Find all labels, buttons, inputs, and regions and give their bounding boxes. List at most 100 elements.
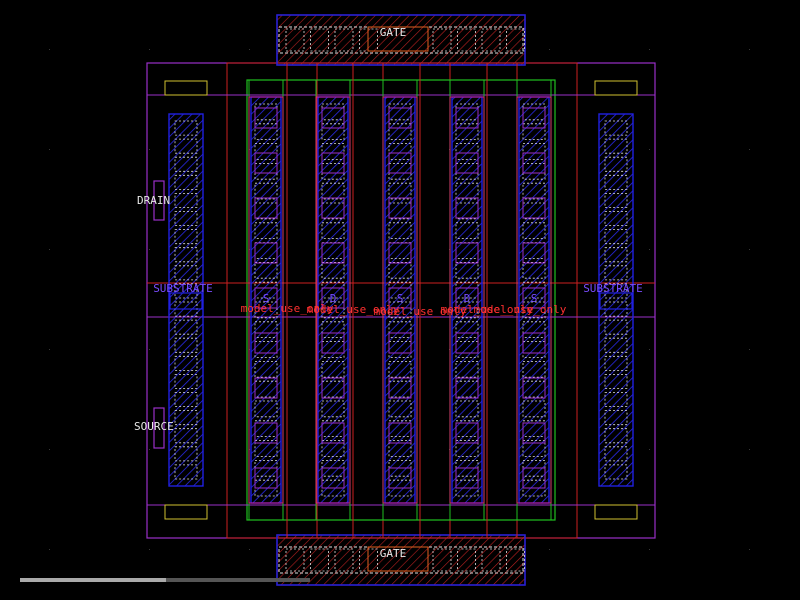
gate-top-label: GATE <box>380 26 407 39</box>
contact <box>455 123 479 141</box>
finger-column[interactable] <box>248 79 284 521</box>
finger-column[interactable] <box>516 79 552 521</box>
substrate-tap <box>169 292 203 310</box>
contact <box>388 360 412 378</box>
via <box>455 287 479 309</box>
gate-contact <box>457 548 476 572</box>
metal-strip <box>598 113 634 487</box>
contact <box>174 138 198 154</box>
contact <box>254 261 278 279</box>
via <box>522 197 546 219</box>
via <box>254 152 278 174</box>
finger-column[interactable] <box>449 79 485 521</box>
contact <box>604 211 628 227</box>
finger-column[interactable] <box>315 79 351 521</box>
contact <box>174 192 198 208</box>
contact <box>174 283 198 299</box>
contact <box>604 120 628 136</box>
contact <box>321 440 345 457</box>
contact <box>604 229 628 245</box>
contact <box>388 123 412 141</box>
via <box>254 422 278 444</box>
via <box>388 287 412 309</box>
contact <box>174 319 198 335</box>
source-pin[interactable] <box>153 407 165 449</box>
contact <box>254 143 278 160</box>
contact <box>254 182 278 200</box>
contact <box>174 410 198 426</box>
gate-bar-top[interactable]: GATE <box>276 14 526 66</box>
contact <box>522 123 546 141</box>
contact <box>321 143 345 160</box>
contact <box>522 301 546 319</box>
contact <box>174 120 198 136</box>
gate-bottom-label: GATE <box>380 547 407 560</box>
model-use-only-label: model_use_only <box>307 303 400 316</box>
via <box>321 467 345 489</box>
contact <box>604 174 628 190</box>
contact <box>388 182 412 200</box>
contact <box>254 222 278 240</box>
gate-contact <box>310 28 329 52</box>
contact <box>604 446 628 462</box>
via <box>522 152 546 174</box>
implant-left-bottom <box>164 504 208 520</box>
contact <box>321 222 345 240</box>
contact <box>604 265 628 281</box>
substrate-column[interactable] <box>168 113 204 487</box>
gate-contact <box>481 548 501 572</box>
contact <box>455 143 479 160</box>
contact <box>388 400 412 418</box>
contact <box>174 247 198 263</box>
via <box>522 377 546 399</box>
via <box>455 332 479 354</box>
via <box>254 287 278 309</box>
gate-contact <box>285 548 305 572</box>
finger-terminal-label: D <box>330 292 337 305</box>
contact <box>321 321 345 338</box>
implant-right-top <box>594 80 638 96</box>
contact <box>604 410 628 426</box>
via <box>388 377 412 399</box>
contact <box>455 360 479 378</box>
contact <box>321 123 345 141</box>
via <box>321 107 345 129</box>
contact <box>174 446 198 462</box>
contact <box>321 400 345 418</box>
gate-bar-bottom[interactable]: GATE <box>276 534 526 586</box>
model-use-only-label: model_use_only <box>374 305 467 318</box>
implant-right-bottom <box>594 504 638 520</box>
drain-pin[interactable] <box>153 180 165 221</box>
via <box>388 467 412 489</box>
via <box>321 422 345 444</box>
contact <box>604 319 628 335</box>
contact <box>388 261 412 279</box>
via <box>388 197 412 219</box>
contact <box>455 400 479 418</box>
via <box>321 287 345 309</box>
via <box>254 107 278 129</box>
contact <box>604 392 628 408</box>
via <box>321 377 345 399</box>
substrate-column[interactable] <box>598 113 634 487</box>
via <box>254 377 278 399</box>
via <box>321 332 345 354</box>
contact <box>174 211 198 227</box>
contact <box>174 174 198 190</box>
via <box>455 152 479 174</box>
finger-terminal-label: S <box>531 292 538 305</box>
metal-strip <box>168 113 204 487</box>
via <box>522 332 546 354</box>
contact <box>174 392 198 408</box>
drain-label: DRAIN <box>137 194 170 207</box>
gate-contact <box>457 28 476 52</box>
contact <box>522 222 546 240</box>
finger-column[interactable] <box>382 79 418 521</box>
gate-bottom-pin <box>367 546 429 572</box>
contact <box>455 182 479 200</box>
via <box>254 467 278 489</box>
contact <box>254 400 278 418</box>
via <box>254 242 278 264</box>
finger-terminal-label: S <box>263 292 270 305</box>
